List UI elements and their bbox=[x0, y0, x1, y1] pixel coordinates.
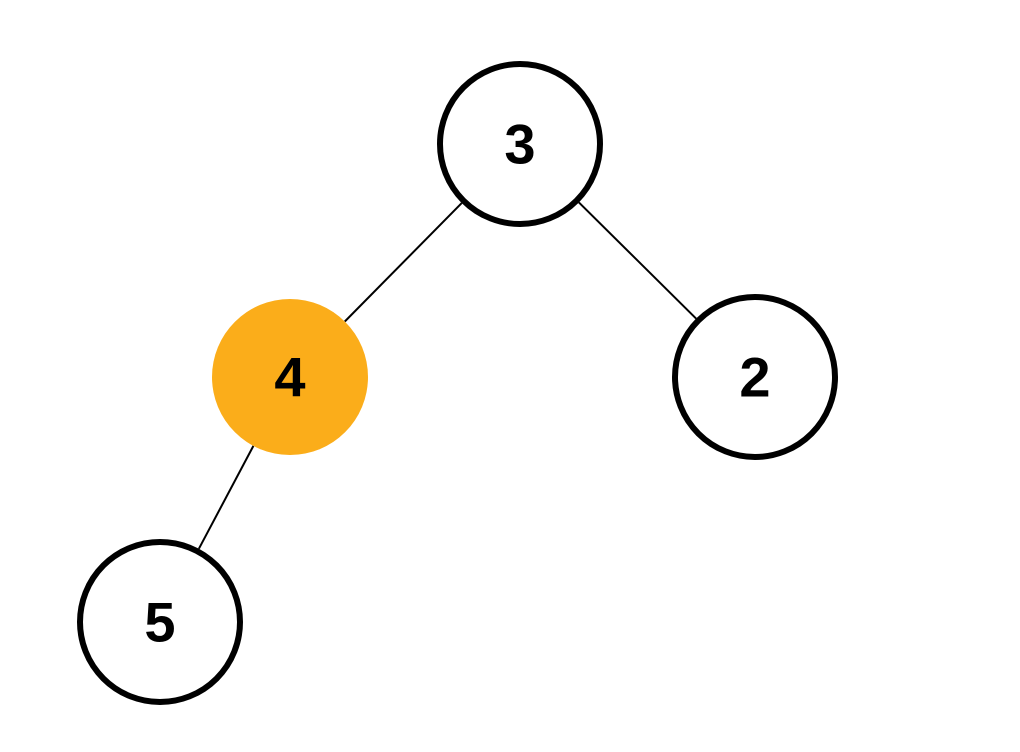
tree-edge-4-5 bbox=[198, 445, 255, 550]
tree-node-5[interactable]: 5 bbox=[77, 539, 243, 705]
node-label: 3 bbox=[504, 113, 535, 176]
node-label: 4 bbox=[274, 346, 305, 409]
node-circle bbox=[437, 61, 603, 227]
tree-node-3[interactable]: 3 bbox=[437, 61, 603, 227]
tree-edge-3-4 bbox=[344, 202, 463, 323]
node-label: 2 bbox=[739, 346, 770, 409]
node-circle bbox=[672, 294, 838, 460]
nodes-layer: 3 4 2 5 bbox=[77, 61, 838, 705]
edges-layer bbox=[198, 201, 697, 550]
node-label: 5 bbox=[144, 591, 175, 654]
tree-node-4-highlighted[interactable]: 4 bbox=[212, 299, 368, 455]
node-circle bbox=[212, 299, 368, 455]
tree-node-2[interactable]: 2 bbox=[672, 294, 838, 460]
tree-edge-3-2 bbox=[578, 201, 697, 320]
node-circle bbox=[77, 539, 243, 705]
